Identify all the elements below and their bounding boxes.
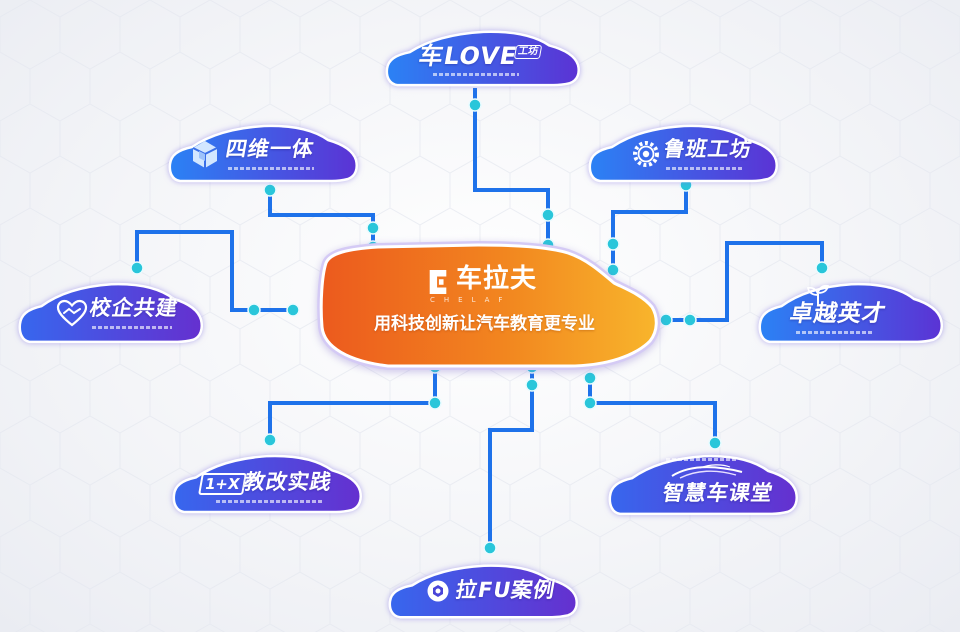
badge-smart-car-classroom: 智慧车课堂 xyxy=(608,452,798,517)
badge-microtext xyxy=(228,167,314,170)
connector-dot xyxy=(286,303,300,317)
badge-siwei-yiti: 四维一体 xyxy=(168,122,358,184)
brand-name: 车拉夫 xyxy=(456,264,538,294)
connector-dot xyxy=(583,371,597,385)
badge-school-enterprise: 校企共建 xyxy=(18,280,203,345)
connector-dot xyxy=(659,313,673,327)
badge-title: 教改实践 xyxy=(241,470,335,494)
connector-dot xyxy=(247,303,261,317)
connector-dot xyxy=(525,378,539,392)
heart-handshake-icon xyxy=(56,299,88,327)
connector-lafu xyxy=(488,367,534,548)
connector-dot xyxy=(263,183,277,197)
connector-dot xyxy=(366,221,380,235)
badge-microtext xyxy=(433,73,519,76)
badge-love-workshop: 车LOVE 工坊 xyxy=(385,28,580,88)
connector-onex xyxy=(268,367,437,440)
connector-dot xyxy=(541,208,555,222)
center-car-shape xyxy=(317,240,661,370)
badge-microtext xyxy=(666,167,742,170)
badge-microtext xyxy=(666,458,738,461)
badge-title: 鲁班工坊 xyxy=(661,137,755,161)
badge-lafu-cases: 拉FU案例 xyxy=(388,562,578,620)
badge-title-box: 工坊 xyxy=(513,45,543,59)
connector-dot xyxy=(815,261,829,275)
badge-title: 智慧车课堂 xyxy=(660,481,776,505)
badge-microtext xyxy=(92,326,172,329)
badge-title-box: 1+X xyxy=(198,473,247,495)
connector-dot xyxy=(483,541,497,555)
connector-dot xyxy=(606,237,620,251)
connector-zhuoyue xyxy=(666,241,824,322)
gear-icon xyxy=(632,140,660,168)
connector-dot xyxy=(468,98,482,112)
badge-title: 四维一体 xyxy=(223,137,317,161)
badge-title: 车LOVE xyxy=(416,42,520,70)
cube-icon xyxy=(190,139,220,169)
badge-1x-reform-practice: 1+X 教改实践 xyxy=(172,452,362,515)
badge-microtext xyxy=(216,500,322,503)
brand-latin-name: CHELAF xyxy=(430,296,512,304)
badge-microtext xyxy=(796,331,874,334)
connector-siwei xyxy=(268,190,375,247)
connector-dot xyxy=(130,261,144,275)
chelaf-bracket-logo-icon xyxy=(426,268,450,296)
sprout-icon xyxy=(806,284,830,306)
connector-love xyxy=(473,88,550,245)
center-hub-car: 车拉夫 CHELAF 用科技创新让汽车教育更专业 xyxy=(317,240,661,370)
badge-title: 校企共建 xyxy=(87,296,181,320)
brand-slogan: 用科技创新让汽车教育更专业 xyxy=(374,314,595,334)
lafu-emblem-icon xyxy=(426,579,450,603)
badge-luban-workshop: 鲁班工坊 xyxy=(588,122,778,184)
connector-dot xyxy=(583,396,597,410)
connector-dot xyxy=(606,263,620,277)
badge-excellent-talent: 卓越英才 xyxy=(758,280,943,345)
car-swoosh-icon xyxy=(670,462,744,480)
connector-zhihui xyxy=(588,378,717,443)
connector-dot xyxy=(263,433,277,447)
badge-title: 拉FU案例 xyxy=(453,578,558,602)
connector-dot xyxy=(683,313,697,327)
badge-title: 卓越英才 xyxy=(787,301,889,327)
connector-dot xyxy=(708,436,722,450)
connector-dot xyxy=(428,396,442,410)
